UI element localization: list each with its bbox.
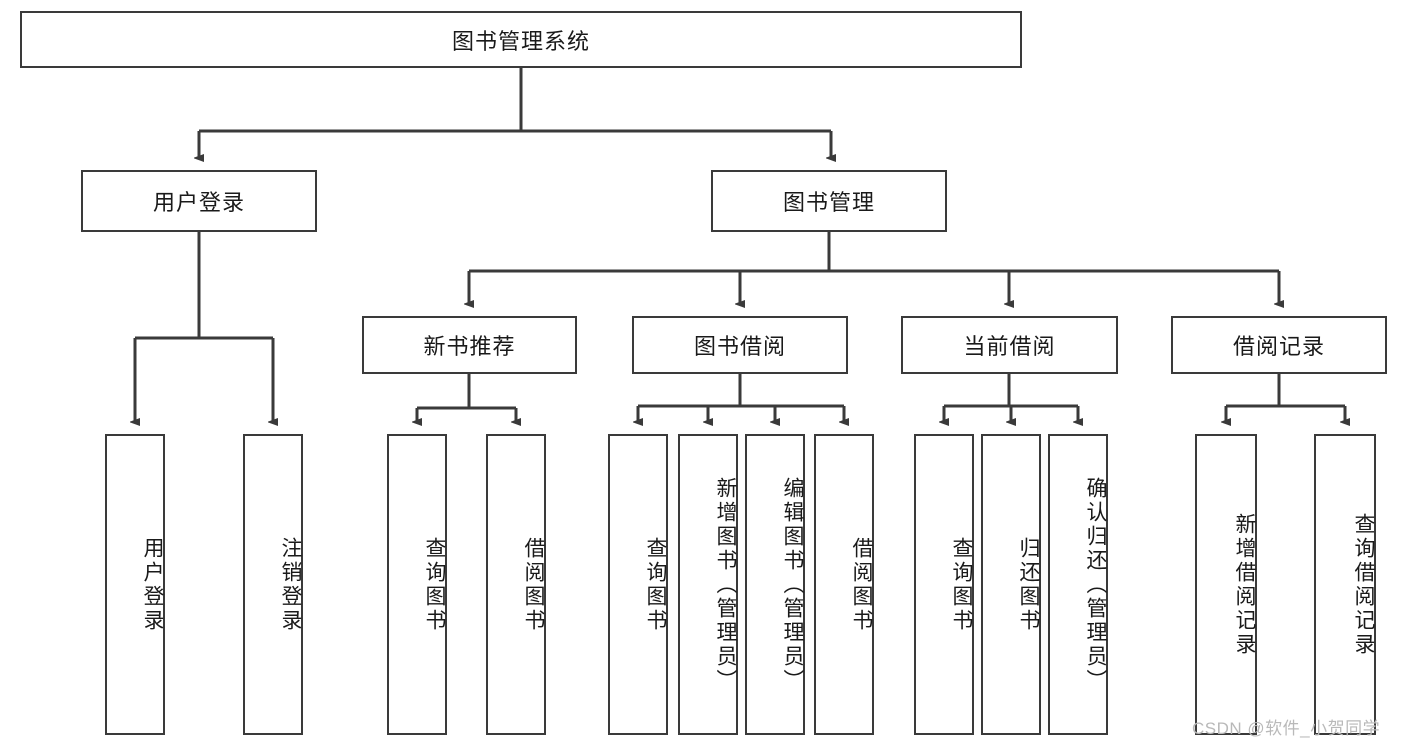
node-leaf-user-login-label: 用户登录 — [141, 536, 164, 633]
node-leaf-borrow-book-1[interactable]: 借阅图书 — [486, 434, 546, 735]
node-leaf-query-record[interactable]: 查询借阅记录 — [1314, 434, 1376, 735]
node-leaf-query-book-1[interactable]: 查询图书 — [387, 434, 447, 735]
node-leaf-add-book[interactable]: 新增图书（管理员） — [678, 434, 738, 735]
node-leaf-return-book[interactable]: 归还图书 — [981, 434, 1041, 735]
node-book-manage-label: 图书管理 — [782, 190, 875, 215]
edges-bookmanage-to-level2 — [469, 232, 1279, 304]
node-leaf-query-book-3-label: 查询图书 — [950, 536, 973, 633]
node-leaf-borrow-book-1-label: 借阅图书 — [522, 536, 545, 633]
node-book-manage[interactable]: 图书管理 — [711, 170, 947, 232]
node-leaf-edit-book[interactable]: 编辑图书（管理员） — [745, 434, 805, 735]
edges-root-to-level1 — [199, 68, 831, 158]
node-leaf-confirm-return[interactable]: 确认归还（管理员） — [1048, 434, 1108, 735]
edges-newbookrec-to-leaves — [417, 374, 516, 422]
node-current-borrow-label: 当前借阅 — [963, 334, 1056, 359]
node-leaf-edit-book-label: 编辑图书（管理员） — [781, 476, 804, 693]
node-leaf-confirm-return-label: 确认归还（管理员） — [1084, 476, 1107, 693]
node-leaf-add-record-label: 新增借阅记录 — [1233, 512, 1256, 657]
node-leaf-return-book-label: 归还图书 — [1017, 536, 1040, 633]
edges-currentborrow-to-leaves — [944, 374, 1078, 422]
edges-bookborrow-to-leaves — [638, 374, 844, 422]
node-root[interactable]: 图书管理系统 — [20, 11, 1022, 68]
watermark-csdn: CSDN @软件_小贺同学 — [1192, 719, 1381, 738]
node-leaf-user-login[interactable]: 用户登录 — [105, 434, 165, 735]
node-leaf-add-book-label: 新增图书（管理员） — [714, 476, 737, 693]
node-leaf-query-book-3[interactable]: 查询图书 — [914, 434, 974, 735]
node-leaf-query-book-1-label: 查询图书 — [423, 536, 446, 633]
node-leaf-add-record[interactable]: 新增借阅记录 — [1195, 434, 1257, 735]
node-book-borrow-label: 图书借阅 — [693, 334, 786, 359]
edges-userlogin-to-leaves — [135, 232, 273, 422]
node-leaf-borrow-book-2[interactable]: 借阅图书 — [814, 434, 874, 735]
node-leaf-user-logout-label: 注销登录 — [279, 536, 302, 633]
node-leaf-query-book-2-label: 查询图书 — [644, 536, 667, 633]
node-leaf-user-logout[interactable]: 注销登录 — [243, 434, 303, 735]
node-user-login-label: 用户登录 — [152, 190, 245, 215]
node-borrow-record[interactable]: 借阅记录 — [1171, 316, 1387, 374]
edges-borrowrecord-to-leaves — [1226, 374, 1345, 422]
node-book-borrow[interactable]: 图书借阅 — [632, 316, 848, 374]
node-user-login[interactable]: 用户登录 — [81, 170, 317, 232]
node-new-book-rec[interactable]: 新书推荐 — [362, 316, 577, 374]
node-leaf-borrow-book-2-label: 借阅图书 — [850, 536, 873, 633]
node-leaf-query-book-2[interactable]: 查询图书 — [608, 434, 668, 735]
node-leaf-query-record-label: 查询借阅记录 — [1352, 512, 1375, 657]
node-borrow-record-label: 借阅记录 — [1232, 334, 1325, 359]
node-current-borrow[interactable]: 当前借阅 — [901, 316, 1118, 374]
node-new-book-rec-label: 新书推荐 — [423, 334, 516, 359]
node-root-label: 图书管理系统 — [451, 28, 590, 54]
